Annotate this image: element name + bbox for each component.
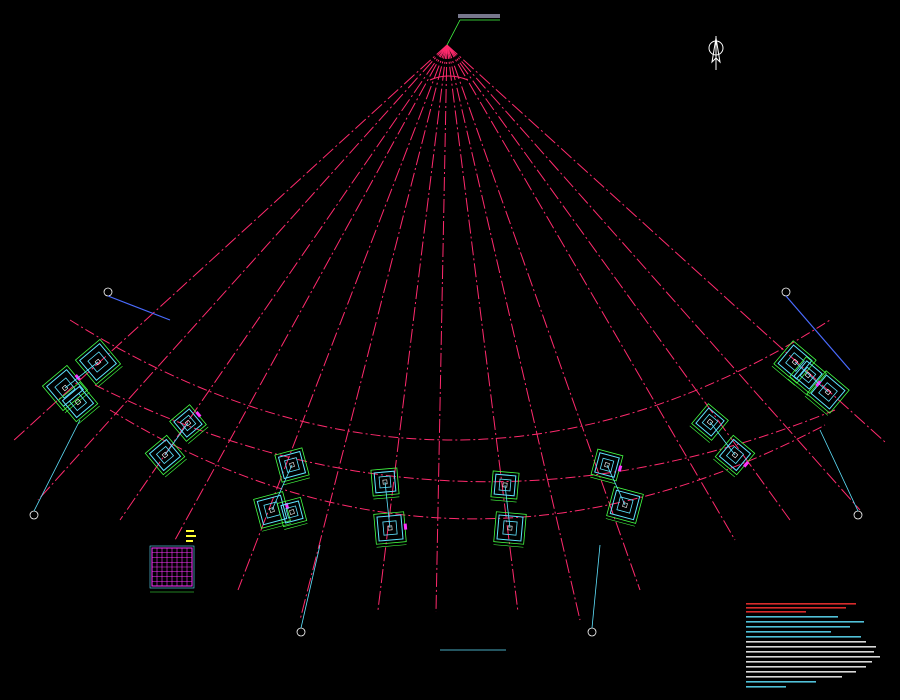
tie-beam [64, 361, 99, 389]
general-notes [746, 603, 880, 688]
apex-marker [446, 14, 500, 46]
note-line [746, 661, 872, 663]
note-line [746, 631, 831, 633]
note-line [746, 646, 876, 648]
footing [493, 511, 527, 548]
radial-axis-lines [11, 44, 886, 621]
tie-beam [709, 421, 736, 456]
footing [373, 511, 408, 548]
note-line [746, 626, 850, 628]
footing [276, 496, 308, 530]
footing [590, 448, 624, 485]
rebar-mesh-detail [149, 530, 196, 593]
tie-beam [794, 361, 829, 393]
footing [771, 340, 817, 386]
note-line [746, 641, 866, 643]
tie-beam [504, 484, 511, 529]
tie-beam [384, 481, 391, 529]
note-line [746, 666, 866, 668]
footing [713, 434, 756, 478]
note-line [746, 621, 864, 623]
concentric-arcs [69, 75, 836, 520]
footing-clusters [41, 338, 850, 548]
note-line [746, 656, 880, 658]
north-arrow-icon [708, 36, 724, 70]
note-line [746, 603, 856, 605]
note-line [746, 681, 816, 683]
note-line [746, 651, 874, 653]
tie-beam [606, 464, 626, 506]
boundary-lines [107, 295, 851, 371]
footing [605, 486, 644, 527]
footing [253, 491, 292, 532]
footing [144, 434, 187, 478]
footing [490, 470, 520, 503]
footing [57, 381, 100, 425]
axis-bubble-leaders [33, 419, 859, 629]
footing [169, 404, 209, 444]
note-line [746, 686, 786, 688]
note-line [746, 636, 861, 638]
note-line [746, 616, 838, 618]
tie-beam [164, 422, 189, 456]
note-line [746, 607, 846, 609]
note-line [746, 676, 842, 678]
tie-beam [271, 464, 293, 511]
note-line [746, 611, 806, 613]
note-line [746, 671, 856, 673]
footing [274, 447, 311, 486]
footing [689, 403, 729, 443]
